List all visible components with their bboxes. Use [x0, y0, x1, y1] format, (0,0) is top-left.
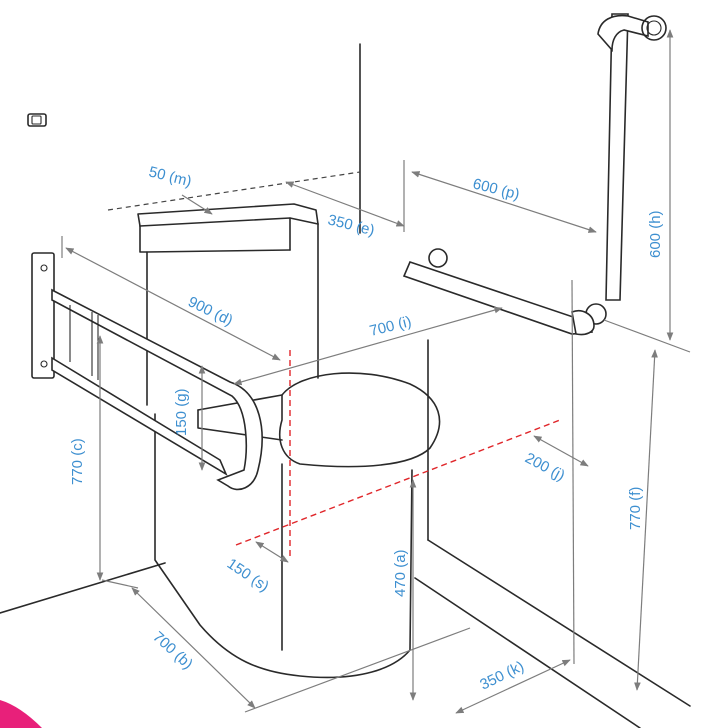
dim-label-c: 770 (c) — [69, 438, 86, 485]
dim-label-b: 700 (b) — [149, 628, 196, 672]
dim-label-k: 350 (k) — [477, 658, 526, 694]
dim-label-e: 350 (e) — [326, 211, 376, 239]
dim-label-f: 770 (f) — [627, 487, 644, 530]
dim-label-a: 470 (a) — [392, 549, 409, 597]
dim-label-m: 50 (m) — [147, 163, 193, 190]
dim-label-h: 600 (h) — [647, 210, 664, 258]
cistern — [137, 203, 319, 406]
room-walls — [0, 43, 691, 728]
toilet-bowl — [154, 372, 441, 679]
dim-label-g: 150 (g) — [173, 388, 190, 436]
dim-label-j: 200 (j) — [522, 450, 568, 485]
corner-accent — [0, 700, 42, 728]
dim-label-s: 150 (s) — [224, 555, 272, 595]
toilet-roll-holder-icon — [27, 113, 47, 127]
dim-label-i: 700 (i) — [368, 313, 413, 340]
l-shaped-grab-rail — [402, 13, 667, 336]
dimension-lines — [61, 29, 691, 714]
